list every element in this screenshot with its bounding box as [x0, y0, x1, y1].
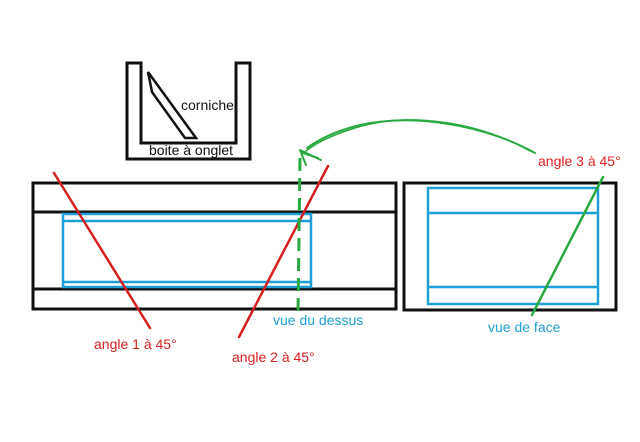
green-curved-arrow [299, 119, 536, 166]
angle-2-label: angle 2 à 45° [232, 349, 315, 365]
top-view [31, 181, 398, 311]
green-arrow-head [299, 149, 322, 166]
top-view-outer-frame [31, 181, 398, 311]
corniche-label: corniche [181, 97, 234, 113]
front-view [402, 181, 618, 312]
vue-dessus-label: vue du dessus [273, 312, 363, 328]
angle-2-cut-line [237, 164, 330, 339]
corniche-piece [146, 71, 199, 140]
boite-onglet-label: boite à onglet [149, 142, 233, 158]
vue-face-label: vue de face [488, 319, 561, 335]
miter-box [125, 61, 252, 161]
front-view-outer-frame [402, 181, 618, 312]
front-view-corniche-outline [426, 186, 600, 306]
angle-3-cut-line [530, 175, 605, 317]
green-arrow-curve-echo [305, 119, 531, 152]
miter-box-outline [125, 61, 252, 161]
angle-3-label: angle 3 à 45° [538, 153, 621, 169]
angle-1-cut-line [52, 171, 152, 330]
angle-1-label: angle 1 à 45° [94, 336, 177, 352]
view-correspondence-dashed-line [296, 157, 302, 314]
top-view-corniche-outline [61, 212, 313, 289]
